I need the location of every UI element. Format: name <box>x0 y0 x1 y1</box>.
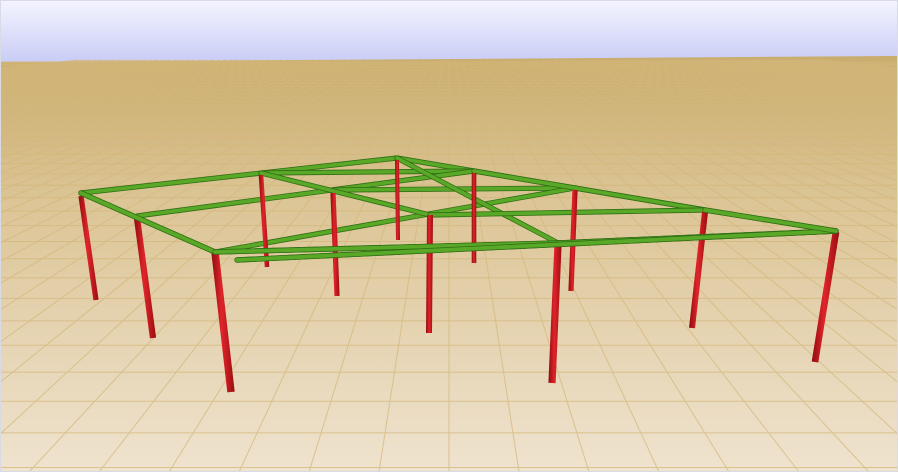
grid-line <box>0 59 394 343</box>
grid-line <box>0 59 320 159</box>
columns <box>78 160 840 393</box>
grid-line <box>609 59 898 133</box>
grid-line <box>572 59 898 166</box>
grid-line <box>603 59 898 137</box>
column <box>426 215 433 333</box>
grid-line <box>0 59 406 435</box>
column <box>258 174 270 268</box>
grid-line <box>0 59 375 263</box>
grid-line <box>523 59 898 263</box>
grid-line <box>560 59 898 182</box>
grid-line <box>0 59 351 202</box>
grid-line <box>597 59 898 142</box>
roof-beam <box>259 171 432 217</box>
roof-beam <box>703 208 838 233</box>
roof-beam <box>213 186 577 254</box>
roof-beam <box>79 191 217 254</box>
grid-line <box>0 59 326 166</box>
roof-beam <box>395 156 560 245</box>
grid-line <box>168 59 425 472</box>
roof-beam <box>472 169 707 212</box>
grid-line <box>378 59 444 472</box>
grid-line <box>516 59 898 285</box>
grid-line <box>566 59 898 174</box>
grid-line <box>0 59 344 192</box>
grid-line <box>0 59 295 137</box>
grid-line <box>547 59 898 202</box>
sky-background <box>0 0 898 62</box>
grid-line <box>454 59 520 472</box>
column <box>689 211 708 329</box>
roof-beam <box>213 241 560 254</box>
grid-line <box>473 59 730 472</box>
column <box>78 195 99 301</box>
grid-line <box>98 59 419 472</box>
grid-line <box>492 59 898 435</box>
grid-line <box>0 59 388 311</box>
grid-line <box>308 59 438 472</box>
grid-line <box>591 59 898 147</box>
column <box>395 160 400 240</box>
column <box>133 217 157 339</box>
grid-line <box>0 59 307 147</box>
roof-beam <box>235 229 838 262</box>
column <box>548 244 562 384</box>
column <box>211 251 235 393</box>
grid-line <box>0 59 289 133</box>
roof-beam <box>135 169 476 218</box>
grid-line <box>28 59 413 472</box>
grid-line <box>460 59 590 472</box>
grid-line <box>479 59 800 472</box>
grid-line <box>0 59 363 228</box>
grid-line <box>504 59 898 343</box>
grid-line <box>0 59 338 182</box>
grid-line <box>0 59 369 244</box>
grid-line <box>0 59 357 214</box>
column <box>471 173 477 263</box>
ground-grid <box>0 59 898 472</box>
grid-line <box>498 59 898 384</box>
roof-beam <box>79 156 399 195</box>
grid-line <box>0 59 301 142</box>
grid-line <box>467 59 660 472</box>
grid-line <box>541 59 898 214</box>
grid-line <box>554 59 898 192</box>
grid-line <box>0 59 382 285</box>
grid-line <box>0 59 313 153</box>
grid-line <box>535 59 898 228</box>
roof-beam <box>259 169 476 175</box>
grid-line <box>0 59 332 174</box>
column <box>330 192 340 297</box>
grid-line <box>485 59 870 472</box>
roof-beams-front <box>78 190 839 263</box>
grid-line <box>578 59 898 159</box>
grid-line <box>529 59 898 244</box>
column <box>811 231 840 363</box>
grid-line <box>585 59 898 153</box>
